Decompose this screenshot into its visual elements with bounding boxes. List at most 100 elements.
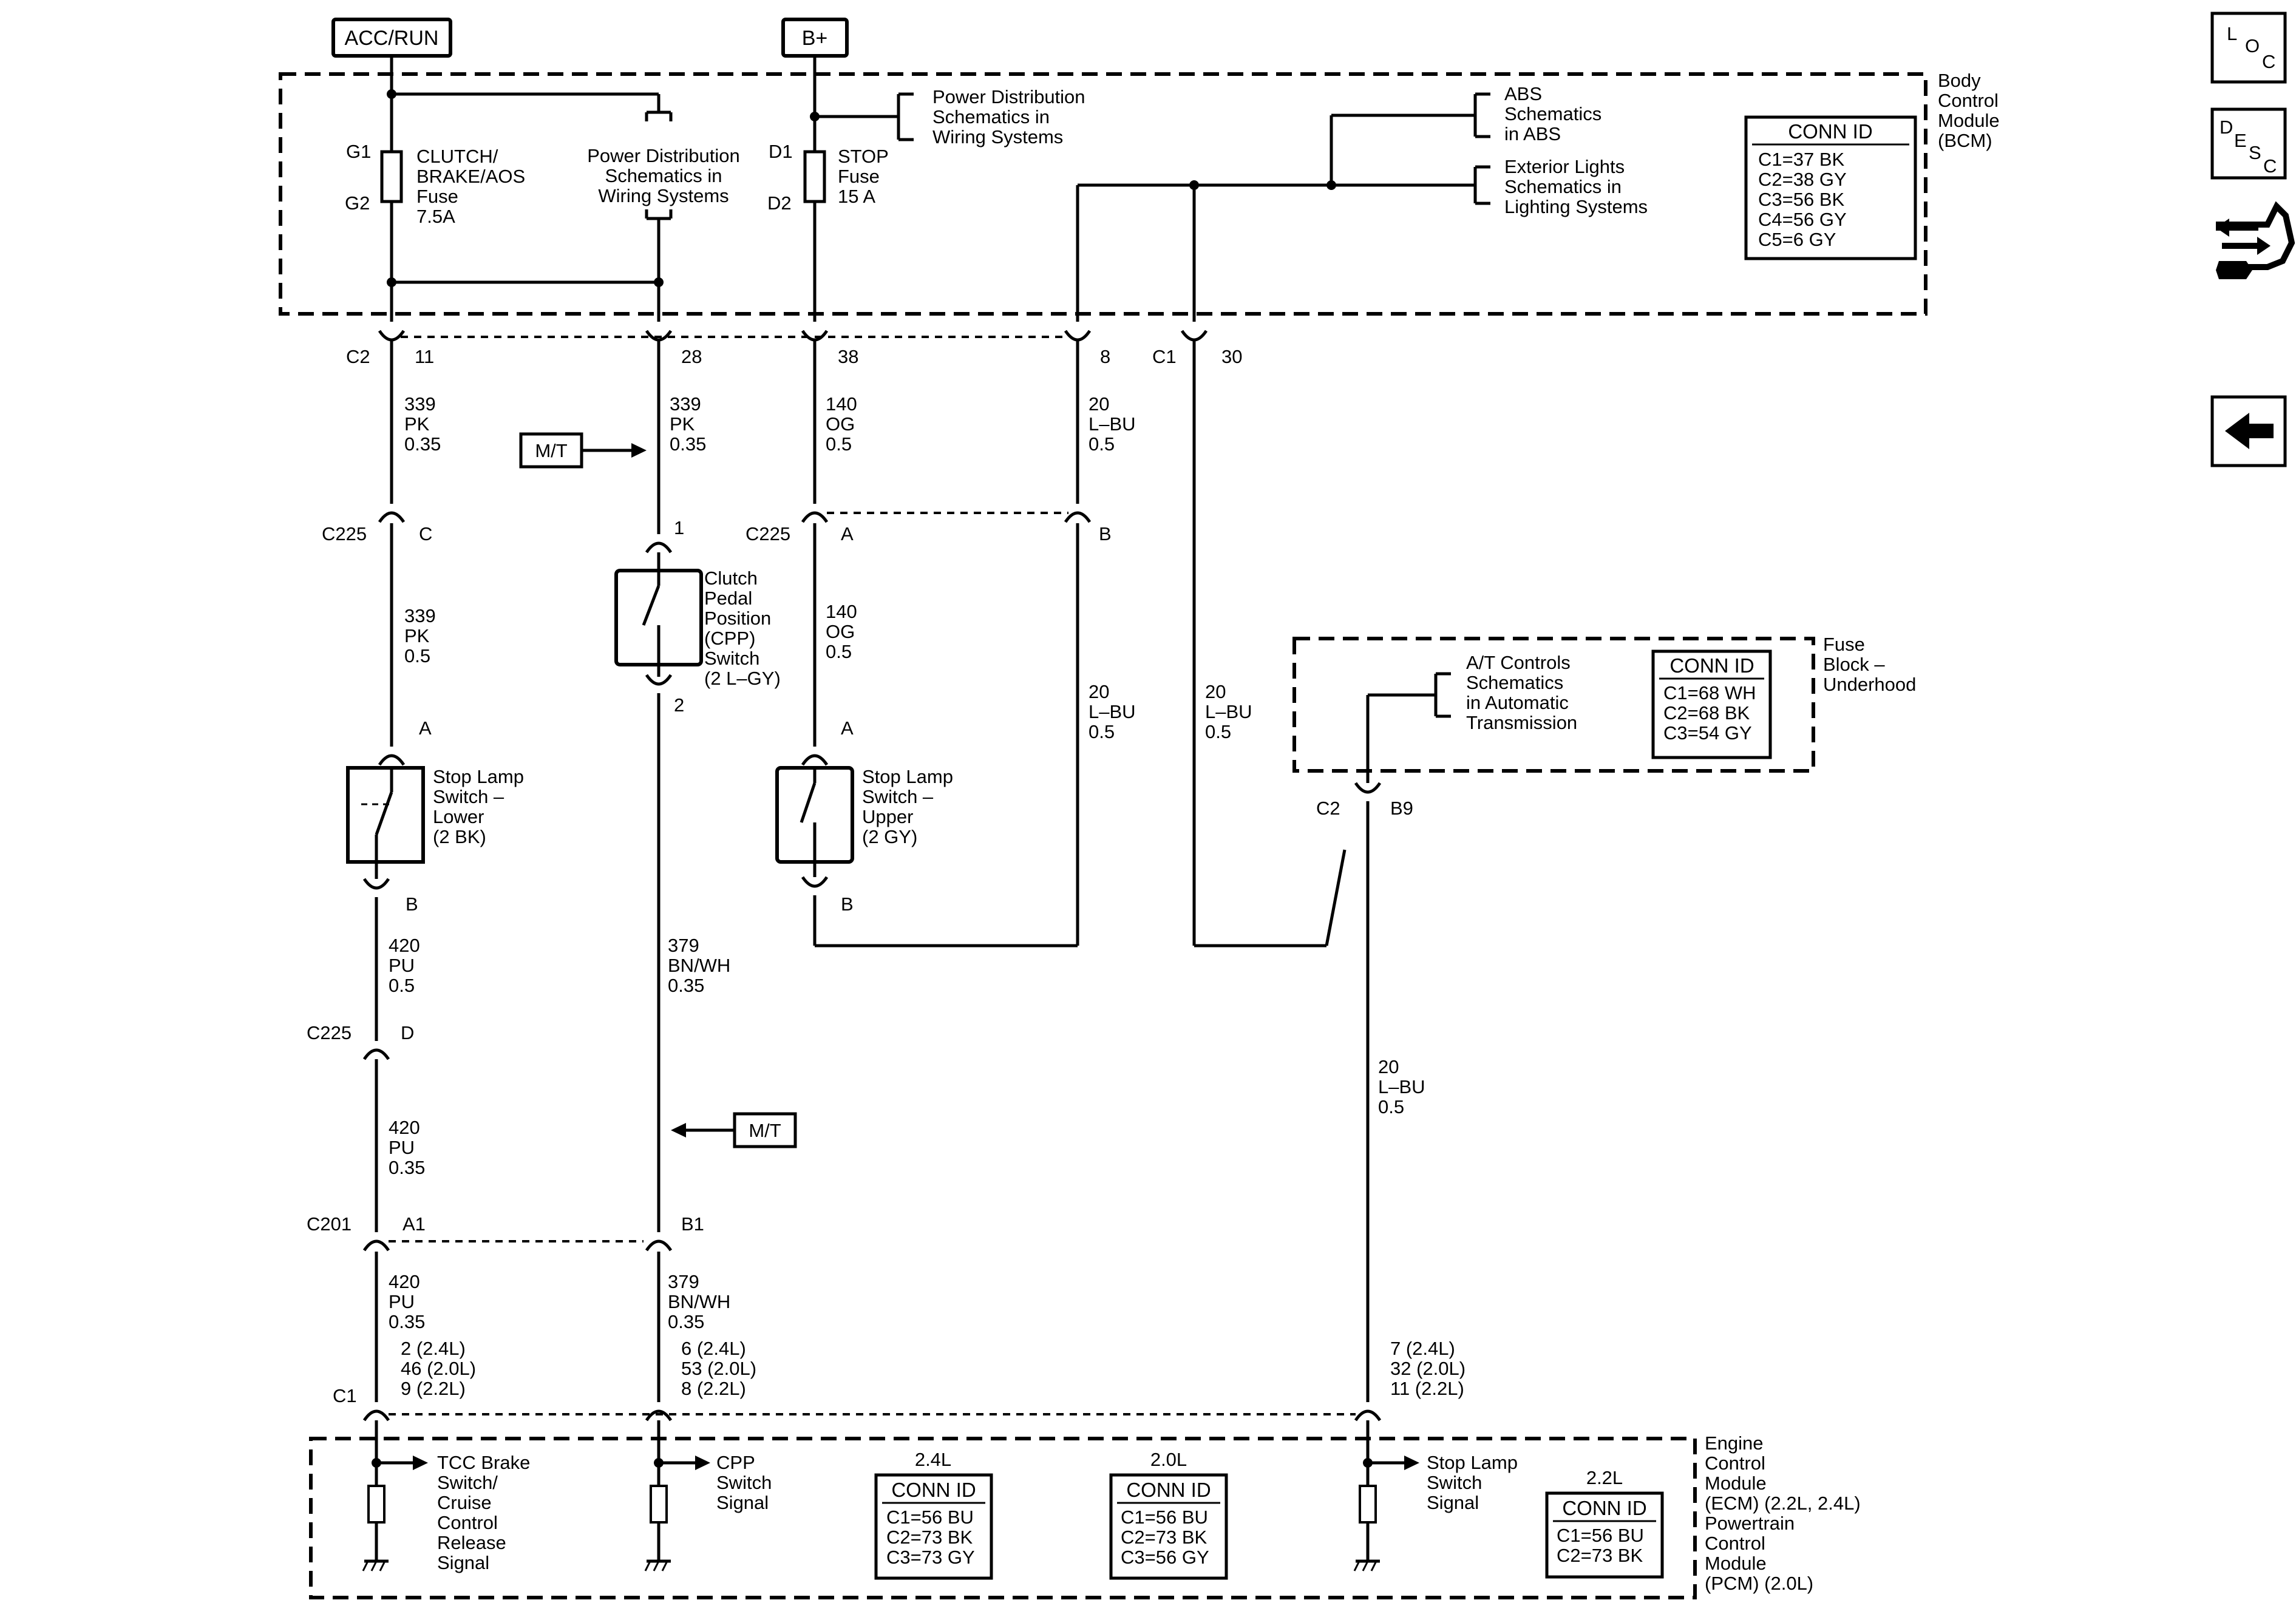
c225-pin-c: C (419, 523, 432, 544)
svg-text:Switch –: Switch – (862, 786, 934, 807)
ecm-connector-c1 (362, 1409, 390, 1422)
pin-g2: G2 (345, 192, 370, 214)
svg-text:Power Distribution: Power Distribution (587, 145, 740, 166)
pin-d2: D2 (767, 192, 792, 214)
svg-text:PU: PU (389, 1291, 415, 1312)
description-button[interactable]: D E S C (2210, 107, 2287, 180)
svg-text:L: L (2227, 23, 2237, 44)
c225-label-3: C225 (307, 1022, 352, 1043)
svg-text:0.35: 0.35 (670, 433, 706, 455)
svg-text:(2 GY): (2 GY) (862, 826, 917, 847)
svg-text:11 (2.2L): 11 (2.2L) (1390, 1378, 1464, 1399)
cpp-signal-label: CPP Switch Signal (716, 1452, 772, 1513)
svg-text:Stop Lamp: Stop Lamp (433, 766, 524, 787)
svg-text:TCC Brake: TCC Brake (437, 1452, 530, 1473)
wire-420-pu-035-a: 420 PU 0.35 (389, 1117, 425, 1178)
svg-text:7 (2.4L): 7 (2.4L) (1390, 1338, 1455, 1359)
svg-text:STOP: STOP (838, 146, 889, 167)
back-arrow-icon (2225, 413, 2274, 449)
fuse-block-c2-label: C2 (1316, 798, 1340, 819)
wire-140-og-05-b: 140 OG 0.5 (826, 601, 857, 662)
power-distribution-ref-2: Power Distribution Schematics in Wiring … (932, 86, 1085, 147)
connector-wrench-icon (2216, 201, 2295, 279)
svg-text:Power Distribution: Power Distribution (932, 86, 1085, 107)
svg-text:Switch: Switch (1427, 1472, 1482, 1493)
svg-text:420: 420 (389, 935, 420, 956)
svg-text:C: C (2262, 51, 2275, 72)
svg-text:2.4L: 2.4L (915, 1449, 951, 1470)
svg-text:Underhood: Underhood (1823, 674, 1916, 695)
svg-text:C5=6 GY: C5=6 GY (1758, 229, 1836, 250)
svg-text:Control: Control (1705, 1453, 1765, 1474)
exterior-lights-ref: Exterior Lights Schematics in Lighting S… (1504, 156, 1648, 217)
svg-text:Lower: Lower (433, 806, 484, 827)
wire-140-og-05-a: 140 OG 0.5 (826, 393, 857, 455)
back-button[interactable] (2210, 395, 2287, 467)
svg-text:140: 140 (826, 393, 857, 415)
svg-text:20: 20 (1378, 1056, 1399, 1077)
wire-420-pu-035-b: 420 PU 0.35 (389, 1271, 425, 1332)
svg-text:C2=73 BK: C2=73 BK (1121, 1527, 1207, 1548)
wire-339-pk-035-a: 339 PK 0.35 (404, 393, 441, 455)
svg-text:PK: PK (670, 413, 695, 435)
fuse-block-c2-connector (1354, 782, 1382, 794)
svg-text:BRAKE/AOS: BRAKE/AOS (416, 166, 525, 187)
c201-connector (362, 1239, 390, 1252)
svg-text:339: 339 (404, 605, 436, 626)
svg-text:0.5: 0.5 (1205, 721, 1231, 742)
svg-text:C: C (2263, 155, 2277, 177)
svg-text:(PCM) (2.0L): (PCM) (2.0L) (1705, 1573, 1813, 1594)
acc-run-label: ACC/RUN (345, 27, 439, 50)
abs-schematics-ref: ABS Schematics in ABS (1504, 83, 1601, 144)
svg-text:C2=73 BK: C2=73 BK (1557, 1545, 1643, 1566)
svg-text:Control: Control (1938, 90, 1999, 111)
svg-text:339: 339 (404, 393, 436, 415)
svg-text:Pedal: Pedal (704, 588, 752, 609)
svg-text:Clutch: Clutch (704, 568, 758, 589)
svg-text:OG: OG (826, 621, 855, 642)
svg-text:Schematics: Schematics (1466, 672, 1563, 693)
connector-end-view-button[interactable] (2216, 201, 2295, 279)
ecm-module-box (309, 1437, 1697, 1599)
mt-tag-lower: M/T (671, 1112, 797, 1148)
svg-text:2.0L: 2.0L (1150, 1449, 1187, 1470)
c201-pin-b1: B1 (681, 1213, 704, 1235)
stop-lamp-switch-upper (775, 766, 854, 877)
bcm-pin-11: 11 (415, 346, 434, 367)
c201-pin-a1: A1 (402, 1213, 426, 1235)
bcm-conn-id-box: CONN ID C1=37 BK C2=38 GY C3=56 BK C4=56… (1744, 115, 1917, 260)
ecm-label: Engine Control Module (ECM) (2.2L, 2.4L)… (1705, 1432, 1861, 1594)
svg-text:379: 379 (668, 935, 699, 956)
bplus-label: B+ (802, 27, 828, 50)
svg-text:Exterior Lights: Exterior Lights (1504, 156, 1625, 177)
svg-text:Switch: Switch (716, 1472, 772, 1493)
svg-text:379: 379 (668, 1271, 699, 1292)
svg-text:PK: PK (404, 625, 430, 646)
svg-text:Module: Module (1705, 1473, 1767, 1494)
stop-fuse-icon (803, 150, 826, 203)
svg-text:BN/WH: BN/WH (668, 955, 730, 976)
bcm-connector-c2 (378, 330, 1208, 342)
svg-text:0.35: 0.35 (668, 975, 704, 996)
svg-text:L–BU: L–BU (1378, 1076, 1425, 1097)
svg-text:ABS: ABS (1504, 83, 1542, 104)
svg-text:0.35: 0.35 (668, 1311, 704, 1332)
svg-text:Control: Control (1705, 1533, 1765, 1554)
location-button[interactable]: L O C (2210, 12, 2287, 84)
svg-text:Engine: Engine (1705, 1432, 1764, 1454)
stop-lamp-signal-label: Stop Lamp Switch Signal (1427, 1452, 1518, 1513)
svg-text:53 (2.0L): 53 (2.0L) (681, 1358, 756, 1379)
stop-lower-pin-b: B (406, 893, 418, 915)
svg-text:Body: Body (1938, 70, 1981, 91)
svg-text:O: O (2245, 35, 2260, 56)
svg-text:CLUTCH/: CLUTCH/ (416, 146, 498, 167)
c225-pin-a: A (841, 523, 854, 544)
svg-text:C3=56 BK: C3=56 BK (1758, 189, 1845, 210)
c225-connector-c (378, 511, 406, 523)
svg-text:PU: PU (389, 1137, 415, 1158)
bcm-pin-8: 8 (1100, 346, 1110, 367)
svg-text:Signal: Signal (1427, 1492, 1479, 1513)
svg-text:D: D (2220, 117, 2233, 138)
svg-text:Wiring Systems: Wiring Systems (598, 185, 729, 206)
